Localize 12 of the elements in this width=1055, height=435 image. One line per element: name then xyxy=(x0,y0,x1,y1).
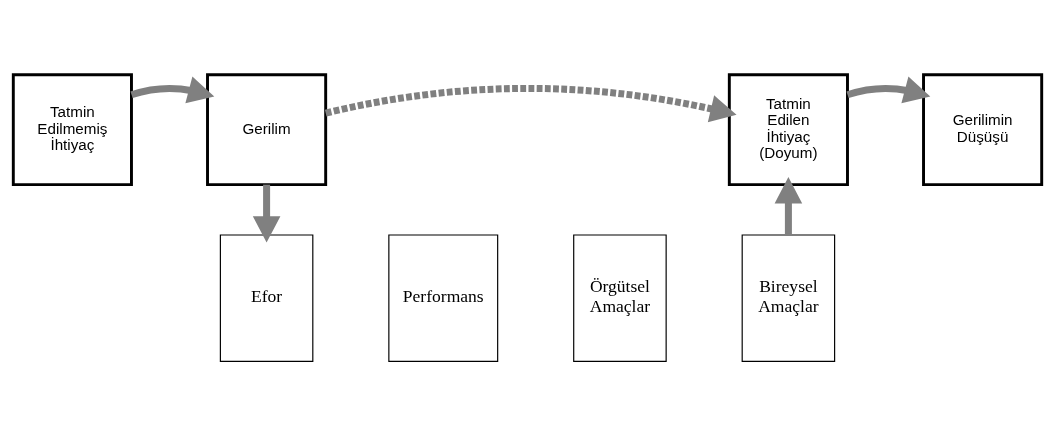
node-box: Tatmin Edilen İhtiyaç (Doyum) xyxy=(727,72,849,186)
arrow xyxy=(324,84,737,122)
node-box: Gerilimin Düşüşü xyxy=(922,72,1044,186)
arrow xyxy=(774,176,803,235)
node-box: Örgütsel Amaçlar xyxy=(573,233,667,362)
arrow xyxy=(846,75,931,103)
node-box: Gerilim xyxy=(206,72,328,186)
node-box: Tatmin Edilmemiş İhtiyaç xyxy=(11,72,133,186)
node-box: Bireysel Amaçlar xyxy=(741,233,836,362)
arrow xyxy=(130,75,215,103)
node-box: Performans xyxy=(388,233,499,362)
node-box: Efor xyxy=(219,233,314,362)
